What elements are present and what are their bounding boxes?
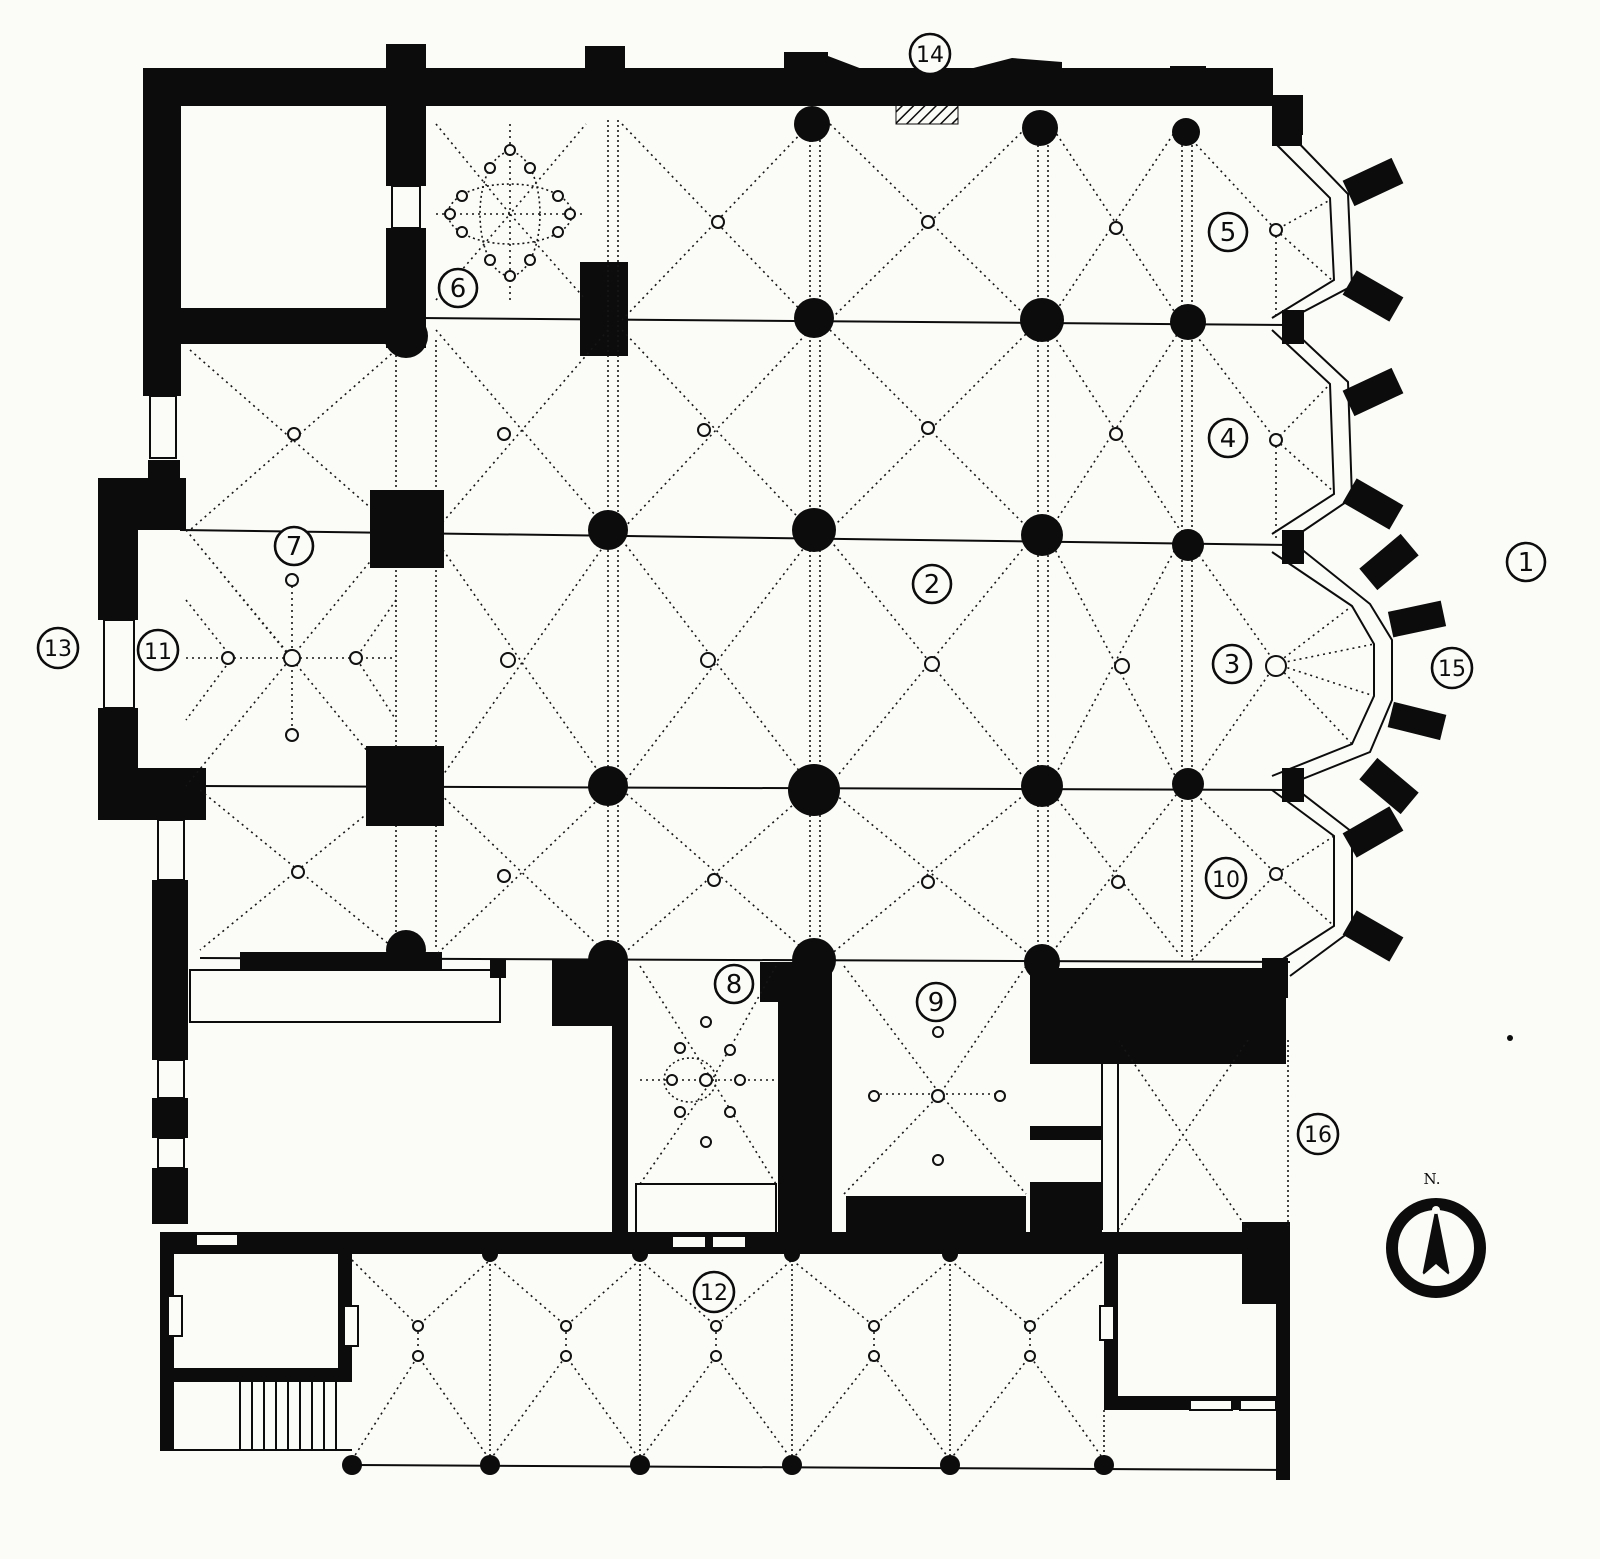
- label-10: 10: [1204, 856, 1248, 900]
- vault-bosses: [221, 144, 1287, 1362]
- compass-north-letter: N.: [1424, 1170, 1441, 1188]
- svg-text:14: 14: [916, 43, 944, 68]
- svg-text:1: 1: [1518, 548, 1535, 578]
- piers: [342, 106, 1206, 1475]
- label-2: 2: [911, 563, 953, 605]
- compass-arrow-icon: [1422, 1206, 1450, 1276]
- room-outlines: [189, 969, 1119, 1243]
- label-12: 12: [692, 1270, 736, 1314]
- north-buttresses: [386, 44, 1206, 78]
- label-11: 11: [136, 628, 180, 672]
- label-13: 13: [36, 626, 80, 670]
- svg-text:12: 12: [700, 1281, 728, 1306]
- room-labels: 1 2 3 4 5 6 7 8: [36, 32, 1547, 1314]
- label-5: 5: [1207, 211, 1249, 253]
- walls: [98, 68, 1303, 1480]
- label-3: 3: [1211, 643, 1253, 685]
- svg-text:16: 16: [1304, 1123, 1332, 1148]
- label-15: 15: [1430, 646, 1474, 690]
- svg-text:5: 5: [1220, 218, 1237, 248]
- svg-text:11: 11: [144, 640, 172, 665]
- svg-text:15: 15: [1438, 657, 1466, 682]
- apse: [1262, 96, 1447, 998]
- stray-dot: [1507, 1035, 1513, 1041]
- svg-text:3: 3: [1224, 650, 1241, 680]
- svg-text:8: 8: [726, 970, 743, 1000]
- north-compass: N.: [1386, 1170, 1486, 1298]
- svg-text:4: 4: [1220, 424, 1237, 454]
- label-9: 9: [915, 981, 957, 1023]
- north-doorway: [895, 91, 959, 125]
- svg-text:6: 6: [450, 274, 467, 304]
- label-7: 7: [273, 525, 315, 567]
- label-4: 4: [1207, 417, 1249, 459]
- svg-text:9: 9: [928, 988, 945, 1018]
- label-16: 16: [1296, 1112, 1340, 1156]
- label-6: 6: [437, 267, 479, 309]
- svg-text:10: 10: [1212, 868, 1240, 893]
- svg-text:7: 7: [286, 532, 303, 562]
- svg-text:2: 2: [924, 570, 941, 600]
- staircase: [239, 1382, 337, 1450]
- compass-ring-icon: [1386, 1198, 1486, 1298]
- label-1: 1: [1505, 541, 1547, 583]
- windows: [103, 185, 1277, 1411]
- svg-text:13: 13: [44, 637, 72, 662]
- label-14: 14: [908, 32, 952, 76]
- label-8: 8: [713, 963, 755, 1005]
